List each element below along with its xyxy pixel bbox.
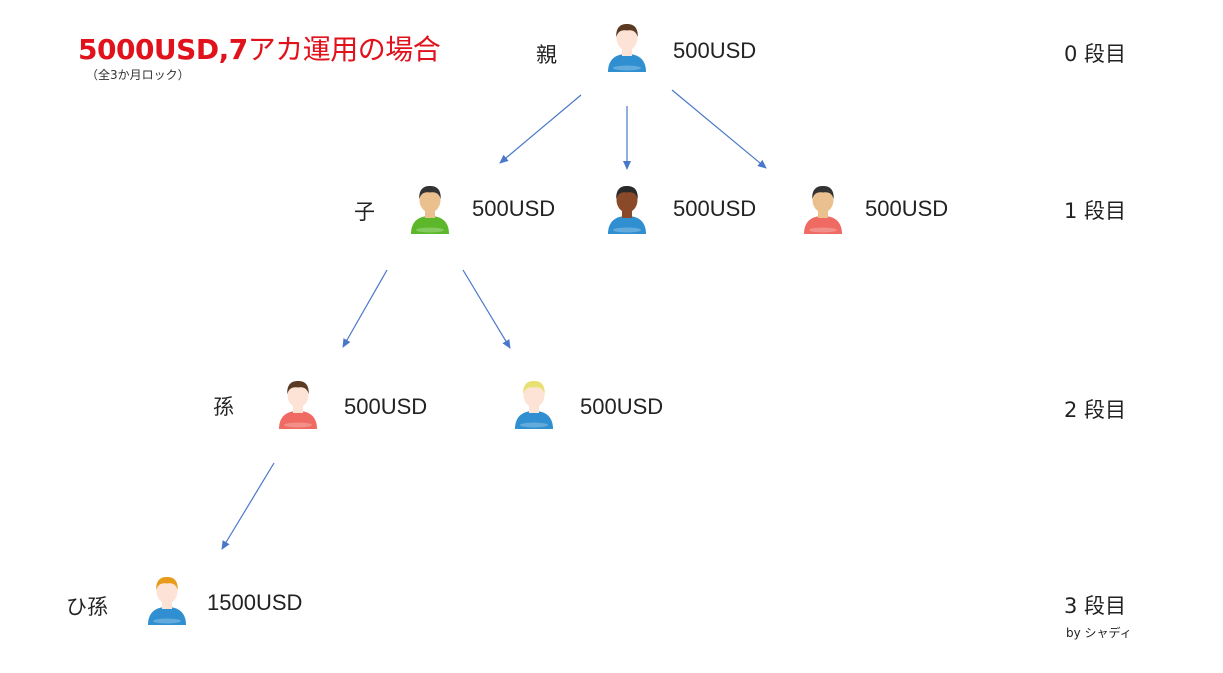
avatar-face: [616, 25, 638, 51]
avatar-shirt: [608, 216, 646, 234]
amount-child-1: 500USD: [472, 196, 556, 221]
grandchild-1-avatar-person-icon: [279, 381, 317, 429]
avatar-face: [616, 187, 638, 213]
avatar-shirt-highlight: [153, 618, 181, 624]
avatar-neck: [293, 404, 303, 413]
amount-child-3: 500USD: [865, 196, 949, 221]
avatar-shirt-highlight: [520, 422, 548, 428]
child-1-avatar-person-icon: [411, 186, 449, 234]
avatar-neck: [425, 209, 435, 218]
avatar-hair: [156, 577, 178, 590]
label-grandchild: 孫: [213, 395, 234, 419]
amount-child-2: 500USD: [673, 196, 757, 221]
amount-grandchild-1: 500USD: [344, 394, 428, 419]
avatar-hair: [523, 381, 545, 394]
arrow-child-to-grandchild-2: [462, 269, 511, 349]
label-great-grandchild: ひ孫: [66, 595, 108, 619]
child-3-avatar-person-icon: [804, 186, 842, 234]
avatar-shirt-highlight: [613, 65, 641, 71]
avatar-shirt: [515, 411, 553, 429]
avatar-neck: [529, 404, 539, 413]
avatar-shirt-highlight: [416, 227, 444, 233]
child-2-avatar-person-icon: [608, 186, 646, 234]
avatar-shirt-highlight: [284, 422, 312, 428]
credit-text: by シャディ: [1066, 626, 1132, 640]
avatar-face: [812, 187, 834, 213]
label-parent: 親: [536, 43, 557, 67]
diagram-title: 5000USD,7アカ運用の場合: [78, 33, 441, 66]
label-child: 子: [354, 200, 375, 224]
amount-grandchild-2: 500USD: [580, 394, 664, 419]
avatar-neck: [622, 209, 632, 218]
avatar-face: [287, 382, 309, 408]
avatar-shirt-highlight: [613, 227, 641, 233]
grandchild-2-avatar-person-icon: [515, 381, 553, 429]
avatar-shirt-highlight: [809, 227, 837, 233]
avatar-shirt: [411, 216, 449, 234]
level-2-label: 2 段目: [1064, 398, 1127, 422]
avatar-face: [523, 382, 545, 408]
great-grandchild-avatar-person-icon: [148, 577, 186, 625]
avatar-shirt: [279, 411, 317, 429]
avatar-shirt: [608, 54, 646, 72]
avatar-neck: [162, 600, 172, 609]
arrow-parent-to-child-3: [671, 89, 767, 169]
arrow-grandchild-to-great-grandchild: [221, 462, 275, 550]
avatar-neck: [622, 47, 632, 56]
avatar-face: [156, 578, 178, 604]
avatar-hair: [616, 24, 638, 37]
amount-great-grandchild: 1500USD: [207, 590, 303, 615]
avatar-hair: [812, 186, 834, 199]
avatar-hair: [287, 381, 309, 394]
diagram-subtitle: （全3か月ロック）: [86, 68, 190, 82]
level-1-label: 1 段目: [1064, 199, 1127, 223]
parent-avatar-person-icon: [608, 24, 646, 72]
level-3-label: 3 段目: [1064, 594, 1127, 618]
avatar-hair: [419, 186, 441, 199]
avatar-shirt: [804, 216, 842, 234]
amount-parent: 500USD: [673, 38, 757, 63]
level-0-label: 0 段目: [1064, 42, 1127, 66]
avatar-neck: [818, 209, 828, 218]
arrow-parent-to-child-1: [499, 94, 582, 164]
arrow-child-to-grandchild-1: [342, 269, 388, 348]
avatar-face: [419, 187, 441, 213]
avatar-hair: [616, 186, 638, 199]
avatar-shirt: [148, 607, 186, 625]
